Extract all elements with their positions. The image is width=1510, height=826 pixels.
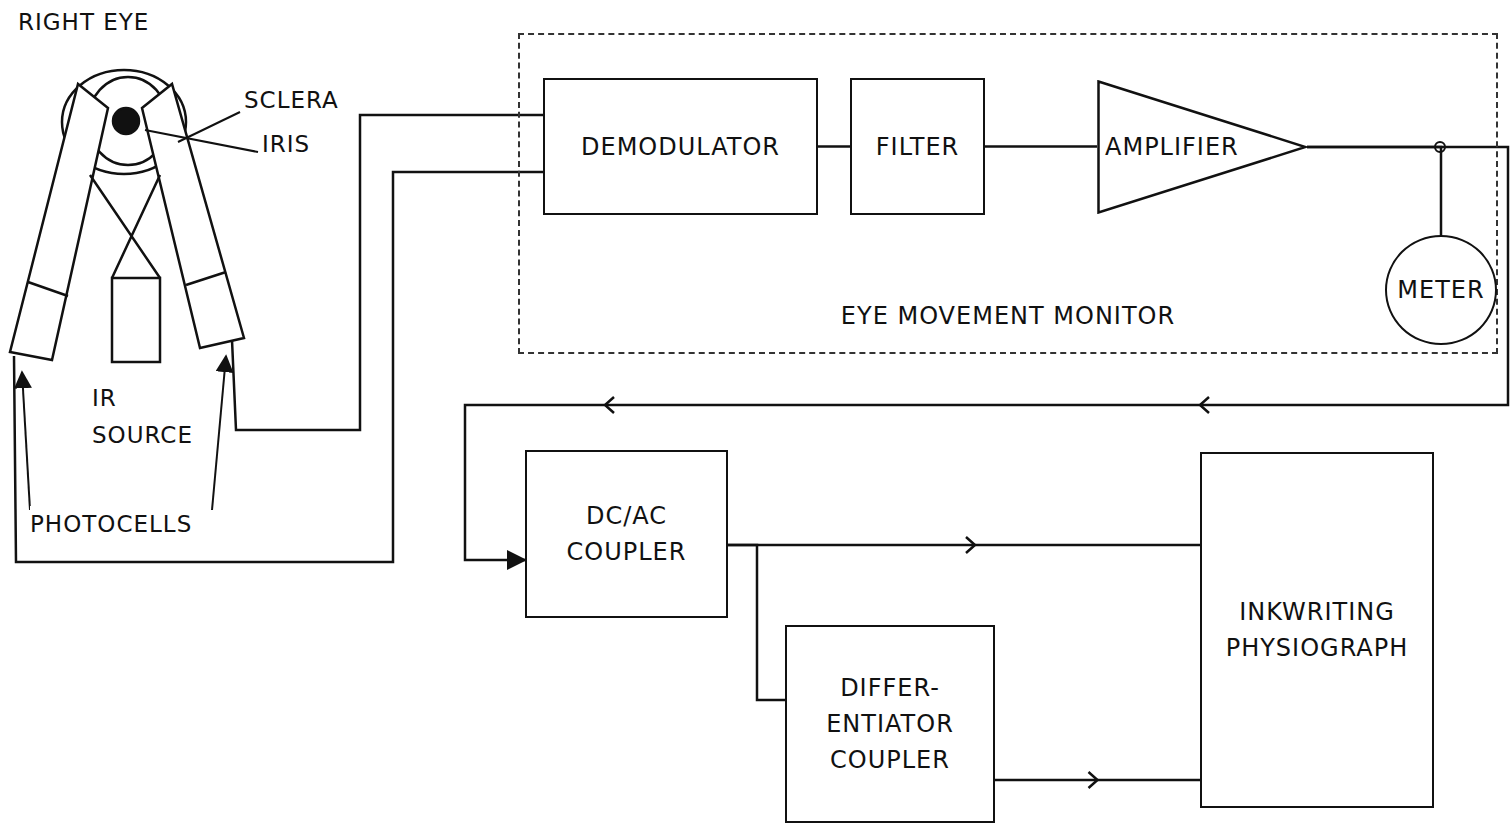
amplifier-triangle: AMPLIFIER	[1097, 80, 1307, 214]
connector	[995, 772, 1200, 788]
part-label: IRIS	[262, 126, 310, 163]
node-label: INKWRITING PHYSIOGRAPH	[1217, 594, 1417, 666]
photocell-wire	[14, 172, 543, 562]
process-box: FILTER	[850, 78, 985, 215]
arrow-chevron	[605, 397, 614, 413]
amplifier-outline	[1099, 82, 1306, 213]
process-box: DEMODULATOR	[543, 78, 818, 215]
connector-line	[728, 544, 1200, 547]
node-label: DEMODULATOR	[581, 129, 780, 165]
node-label: DIFFER- ENTIATOR COUPLER	[805, 670, 975, 778]
connector	[818, 146, 850, 147]
connector	[1307, 147, 1441, 235]
part-label: PHOTOCELLS	[30, 506, 192, 543]
process-box: DC/AC COUPLER	[525, 450, 728, 618]
node-label: FILTER	[876, 129, 959, 165]
left-photocell-joint	[28, 282, 68, 296]
leader-arrow	[22, 372, 30, 510]
part-label: RIGHT EYE	[18, 4, 149, 41]
process-box: DIFFER- ENTIATOR COUPLER	[785, 625, 995, 823]
monitor-enclosure: EYE MOVEMENT MONITOR DEMODULATOR FILTER AMP…	[518, 33, 1498, 354]
connector-line	[728, 545, 785, 700]
pupil	[113, 108, 139, 134]
node-label: EYE MOVEMENT MONITOR	[841, 298, 1175, 334]
right-photocell-joint	[186, 272, 226, 285]
leader-arrow	[212, 356, 226, 510]
leader-line	[145, 130, 258, 152]
ir-source-housing	[112, 278, 160, 362]
left-photocell-arm	[10, 84, 108, 360]
process-box: INKWRITING PHYSIOGRAPH	[1200, 452, 1434, 808]
part-label: IR SOURCE	[92, 380, 202, 454]
ir-beam-lines	[90, 175, 160, 278]
connector	[728, 537, 1200, 553]
node-label: AMPLIFIER	[1105, 129, 1239, 165]
meter-circle: METER	[1385, 235, 1497, 345]
connector-line	[818, 145, 850, 148]
node-label: METER	[1397, 272, 1484, 308]
connector	[985, 146, 1097, 147]
connector-line	[985, 145, 1097, 148]
connector	[728, 545, 785, 700]
part-label: SCLERA	[244, 82, 339, 119]
arrow-chevron	[1089, 772, 1098, 788]
photocell-wire	[232, 115, 543, 430]
node-label: DC/AC COUPLER	[537, 498, 717, 570]
connector-line	[1307, 147, 1441, 235]
arrow-chevron	[1200, 397, 1209, 413]
arrow-chevron	[966, 537, 975, 553]
